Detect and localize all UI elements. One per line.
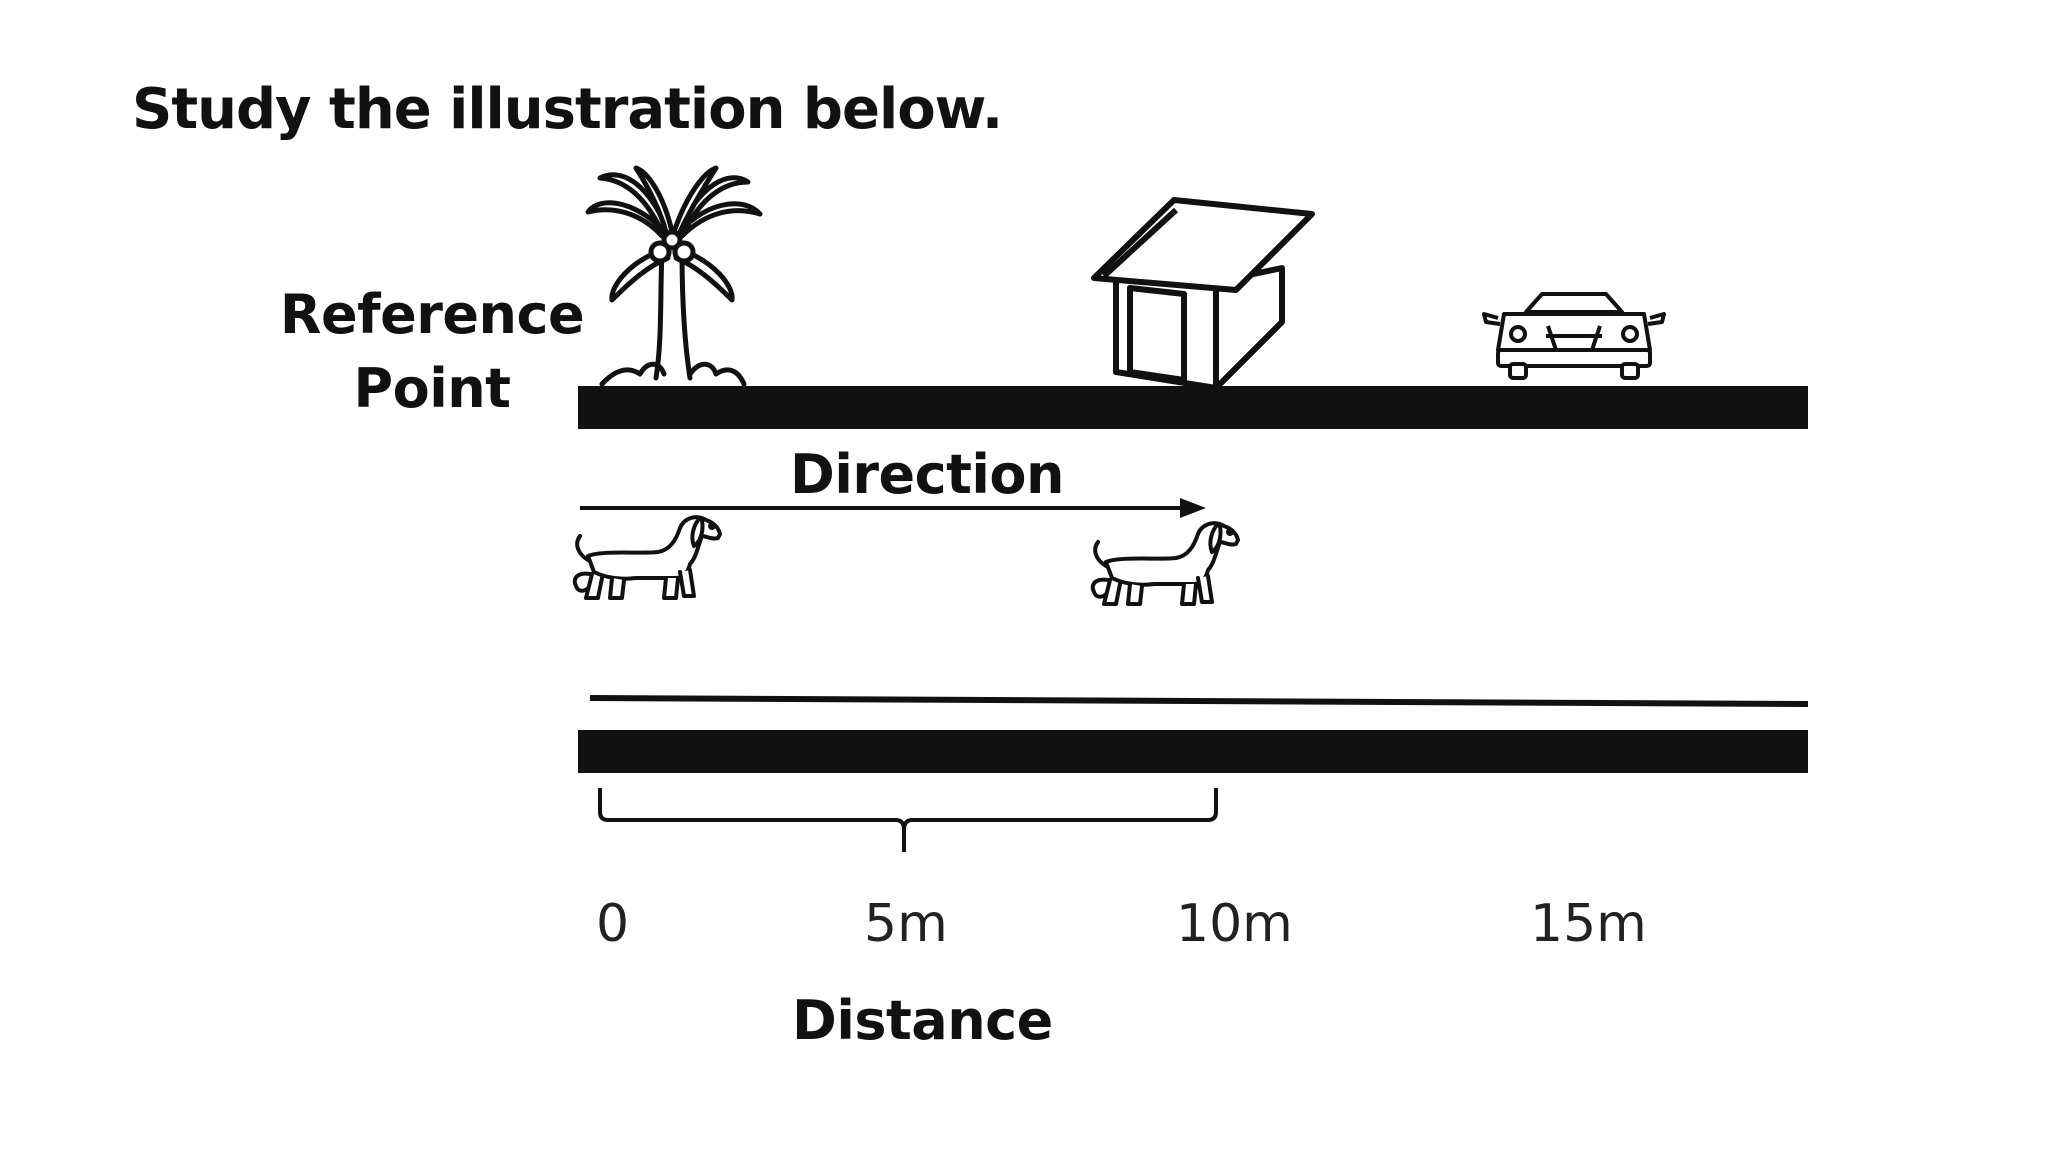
bottom-road-bar xyxy=(578,730,1808,773)
direction-label: Direction xyxy=(790,443,1064,506)
distance-tick-10m: 10m xyxy=(1176,894,1293,954)
distance-bracket xyxy=(598,788,1218,852)
distance-tick-15m: 15m xyxy=(1530,894,1647,954)
dog-icon xyxy=(572,515,722,600)
reference-point-line1: Reference xyxy=(279,283,585,346)
reference-point-label: Reference Point xyxy=(272,278,592,426)
distance-title: Distance xyxy=(792,989,1053,1052)
bottom-thin-line xyxy=(589,695,1809,707)
top-road-bar xyxy=(578,386,1808,429)
instruction-text: Study the illustration below. xyxy=(132,77,1003,142)
distance-tick-5m: 5m xyxy=(864,894,948,954)
direction-arrow xyxy=(580,498,1206,518)
reference-point-line2: Point xyxy=(353,357,511,420)
palm-tree-icon xyxy=(585,165,763,387)
distance-tick-0: 0 xyxy=(596,894,630,954)
house-icon xyxy=(1091,197,1315,391)
car-icon xyxy=(1482,292,1666,380)
dog-icon xyxy=(1090,521,1240,606)
